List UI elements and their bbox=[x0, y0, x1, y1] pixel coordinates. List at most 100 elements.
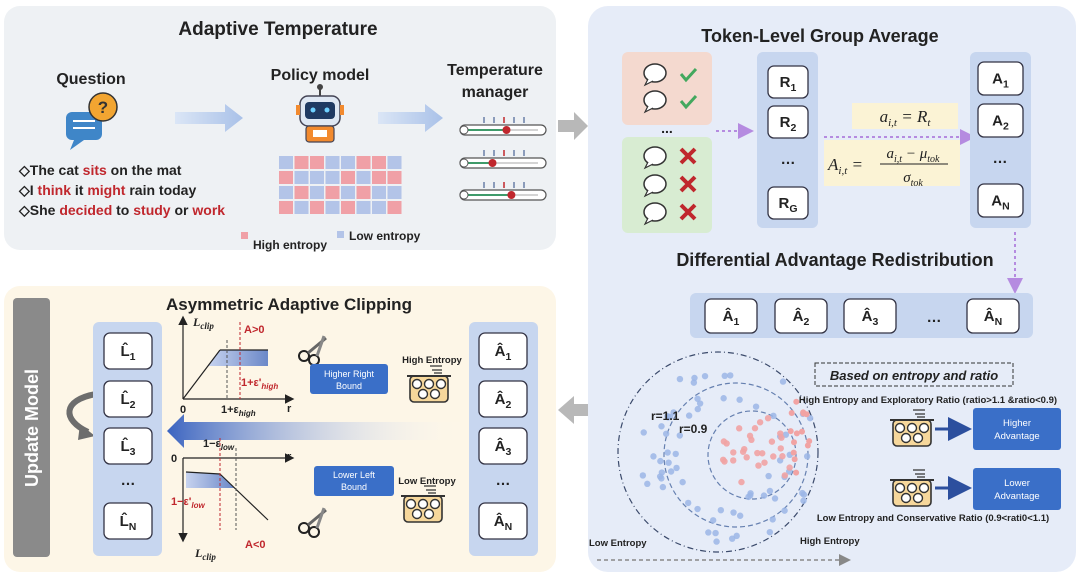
check-icon bbox=[679, 67, 698, 83]
hat-adv-col-box-2 bbox=[478, 427, 528, 465]
entropy-cell bbox=[294, 171, 309, 184]
scatter-dot-low bbox=[727, 372, 734, 379]
svg-text:AN: AN bbox=[991, 193, 1009, 213]
flow-arrow-2 bbox=[378, 104, 443, 132]
entropy-cell bbox=[325, 171, 340, 184]
entropy-cell bbox=[310, 186, 324, 199]
reward-box-1 bbox=[767, 105, 809, 139]
scatter-dot-high bbox=[803, 411, 810, 418]
entropy-cell bbox=[310, 156, 324, 169]
svg-text:R2: R2 bbox=[780, 114, 797, 134]
scatter-dot-high bbox=[786, 464, 793, 471]
entropy-cell bbox=[279, 201, 293, 214]
top-plot-a-label: A>0 bbox=[244, 324, 265, 336]
token-level-title: Token-Level Group Average bbox=[701, 26, 938, 46]
scatter-dot-high bbox=[791, 456, 798, 463]
scatter-dot-low bbox=[672, 450, 679, 458]
scatter-dot-low bbox=[720, 395, 727, 402]
lower-left-label-2: Bound bbox=[341, 482, 367, 492]
scatter-dot-low bbox=[676, 375, 684, 383]
scatter-dot-low bbox=[667, 468, 675, 475]
scatter-dot-low bbox=[771, 495, 779, 502]
scatter-dot-low bbox=[733, 532, 740, 540]
scatter-dot-low bbox=[694, 395, 701, 402]
scatter-dot-high bbox=[756, 419, 764, 426]
reward-box-3 bbox=[767, 186, 809, 220]
scatter-dot-high bbox=[788, 410, 795, 417]
lower-left-label-1: Lower Left bbox=[333, 470, 376, 480]
scatter-dot-low bbox=[676, 432, 683, 439]
loss-box-1 bbox=[103, 380, 153, 418]
scatter-dot-high bbox=[770, 453, 777, 460]
svg-text:L̂3: L̂3 bbox=[120, 436, 135, 458]
higher-right-label-2: Bound bbox=[336, 381, 362, 391]
chat-bubble-icon bbox=[643, 146, 667, 166]
top-plot-r: r bbox=[287, 403, 292, 415]
differential-title: Differential Advantage Redistribution bbox=[676, 250, 993, 270]
low-condition-label: Low Entropy and Conservative Ratio (0.9<… bbox=[817, 513, 1049, 524]
entropy-cell bbox=[372, 186, 386, 199]
higher-right-bound-button bbox=[310, 364, 388, 394]
entropy-cell bbox=[325, 156, 340, 169]
r-outer-label: r=1.1 bbox=[651, 409, 680, 423]
legend-low-swatch bbox=[337, 231, 344, 238]
scatter-dot-low bbox=[800, 497, 807, 504]
entropy-cell bbox=[279, 171, 293, 184]
hat-adv-col-box-4 bbox=[478, 502, 528, 540]
legend-high-entropy: High entropy bbox=[253, 238, 327, 252]
bottom-plot-x0: 0 bbox=[171, 453, 177, 465]
scatter-dot-low bbox=[684, 499, 692, 507]
example-sentence-3: ◇She decided to study or work bbox=[18, 202, 225, 218]
svg-text:Ai,t =: Ai,t = bbox=[827, 155, 863, 177]
scatter-dot-high bbox=[739, 448, 747, 455]
scatter-dot-low bbox=[658, 469, 666, 476]
scatter-dot-low bbox=[670, 409, 677, 416]
example-sentence-2: ◇I think it might rain today bbox=[18, 182, 196, 198]
scatter-dot-low bbox=[650, 453, 657, 460]
scatter-dot-low bbox=[717, 506, 725, 514]
adaptive-temperature-panel: Adaptive Temperature Question Policy mod… bbox=[4, 6, 556, 252]
low-entropy-basket-icon bbox=[890, 469, 934, 507]
scatter-dot-high bbox=[798, 428, 805, 435]
entropy-cell bbox=[341, 156, 355, 169]
based-on-label: Based on entropy and ratio bbox=[830, 368, 998, 383]
scatter-dot-low bbox=[705, 529, 712, 536]
bottom-plot-a-label: A<0 bbox=[245, 539, 266, 551]
lower-advantage-label-1: Lower bbox=[1004, 478, 1030, 489]
temp-manager-label-1: Temperature bbox=[447, 62, 543, 79]
scatter-dot-high bbox=[761, 459, 768, 466]
bottom-plot-r: r bbox=[287, 451, 292, 463]
scatter-dot-high bbox=[759, 450, 766, 457]
temperature-sliders bbox=[459, 117, 547, 201]
entropy-cell bbox=[387, 156, 402, 169]
scatter-dot-low bbox=[664, 449, 671, 456]
scatter-dot-high bbox=[751, 425, 759, 432]
entropy-cell bbox=[372, 201, 386, 214]
lower-left-bound-button bbox=[314, 466, 394, 496]
scatter-dot-low bbox=[679, 478, 686, 486]
svg-text:Â1: Â1 bbox=[723, 307, 740, 328]
entropy-cell bbox=[279, 156, 293, 169]
hat-adv-col-box-0 bbox=[478, 332, 528, 370]
scatter-dot-low bbox=[766, 528, 774, 536]
scatter-dot-low bbox=[691, 374, 698, 382]
advantage-box-0 bbox=[977, 61, 1024, 96]
scatter-dot-high bbox=[793, 398, 800, 405]
entropy-cell bbox=[372, 156, 386, 169]
scatter-dot-high bbox=[720, 438, 728, 445]
entropy-cell bbox=[294, 201, 309, 214]
advantage-box-1 bbox=[977, 103, 1024, 138]
scatter-dot-low bbox=[673, 464, 680, 472]
cross-icon bbox=[679, 203, 697, 221]
svg-text:Â3: Â3 bbox=[495, 437, 512, 458]
entropy-cell bbox=[356, 186, 371, 199]
asymmetric-title: Asymmetric Adaptive Clipping bbox=[166, 295, 412, 314]
scatter-dot-low bbox=[766, 487, 774, 495]
scatter-dot-low bbox=[659, 483, 667, 491]
scatter-dot-high bbox=[777, 430, 784, 437]
low-entropy-basket-icon-clip bbox=[401, 485, 445, 523]
svg-text:ÂN: ÂN bbox=[494, 512, 512, 533]
legend-high-swatch bbox=[241, 232, 248, 239]
entropy-cell bbox=[341, 171, 355, 184]
